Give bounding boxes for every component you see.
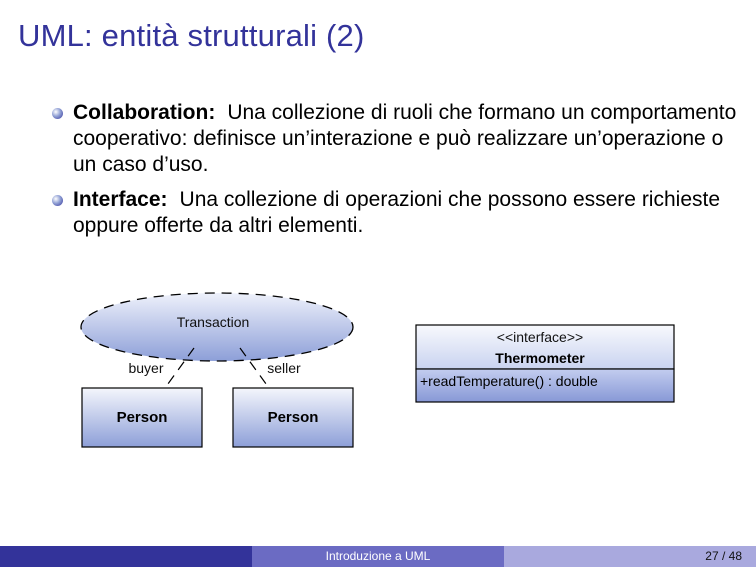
interface-name: Thermometer bbox=[495, 350, 585, 366]
person-class-right: Person bbox=[232, 387, 354, 448]
class-name: Person bbox=[117, 409, 168, 426]
bullet-icon bbox=[52, 195, 63, 206]
class-name: Person bbox=[268, 409, 319, 426]
footer-title: Introduzione a UML bbox=[252, 546, 504, 567]
interface-box: <<interface>> Thermometer +readTemperatu… bbox=[415, 324, 675, 403]
footer-segment-right: 27 / 48 bbox=[504, 546, 756, 567]
collaboration-name: Transaction bbox=[177, 314, 250, 330]
bullet-interface: Interface:Una collezione di operazioni c… bbox=[52, 187, 742, 239]
bullet-list: Collaboration:Una collezione di ruoli ch… bbox=[52, 100, 742, 248]
page-number: 27 / 48 bbox=[705, 549, 742, 563]
bullet-text: Una collezione di ruoli che formano un c… bbox=[73, 101, 737, 176]
buyer-connector bbox=[164, 347, 195, 389]
bullet-term: Interface: bbox=[73, 188, 168, 211]
bullet-icon bbox=[52, 108, 63, 119]
seller-connector bbox=[239, 347, 270, 389]
person-class-left: Person bbox=[81, 387, 203, 448]
role-buyer: buyer bbox=[128, 360, 163, 376]
interface-operation: +readTemperature() : double bbox=[420, 373, 598, 389]
collaboration-ellipse: Transaction bbox=[80, 292, 354, 362]
interface-stereotype: <<interface>> bbox=[497, 329, 583, 345]
role-seller: seller bbox=[267, 360, 301, 376]
footer-bar: Introduzione a UML 27 / 48 bbox=[0, 546, 756, 567]
bullet-text: Una collezione di operazioni che possono… bbox=[73, 188, 721, 237]
footer-segment-left bbox=[0, 546, 252, 567]
bullet-collaboration: Collaboration:Una collezione di ruoli ch… bbox=[52, 100, 742, 178]
bullet-term: Collaboration: bbox=[73, 101, 216, 124]
page-title: UML: entità strutturali (2) bbox=[18, 18, 365, 53]
